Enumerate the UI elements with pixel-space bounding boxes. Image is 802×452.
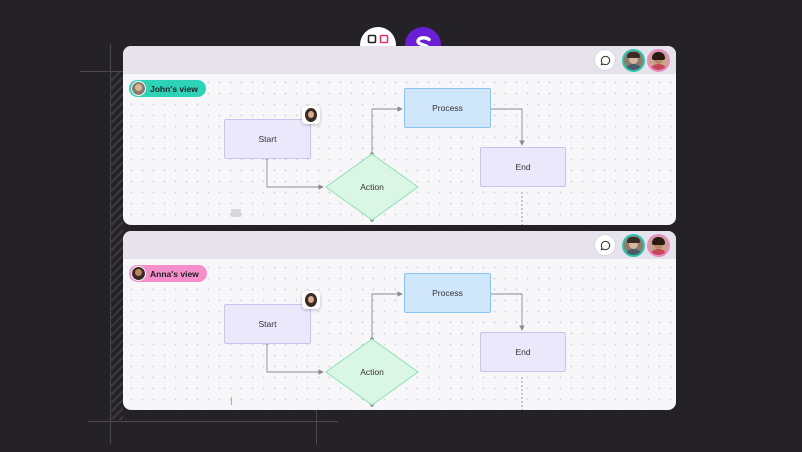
comment-icon <box>600 55 610 65</box>
action-node-label: Action <box>360 182 384 192</box>
start-node[interactable]: Start <box>224 119 311 159</box>
annas-view-panel: Anna's view Start Action Process End <box>123 231 676 410</box>
view-owner-avatar <box>131 266 146 281</box>
collaborator-avatar-anna[interactable] <box>647 234 670 257</box>
text-caret <box>231 397 232 405</box>
start-node[interactable]: Start <box>224 304 311 344</box>
action-node[interactable]: Action <box>341 176 403 198</box>
panel-toolbar <box>123 231 676 259</box>
anna-cursor-avatar <box>302 291 320 309</box>
action-diamond-shape[interactable] <box>325 153 419 221</box>
process-node-label: Process <box>432 103 463 113</box>
flow-connectors <box>265 106 525 225</box>
guide-line-vertical-right <box>316 400 317 444</box>
action-node-label: Action <box>360 367 384 377</box>
start-node-label: Start <box>258 134 277 144</box>
view-label-text: John's view <box>150 83 198 94</box>
process-node[interactable]: Process <box>404 273 491 313</box>
view-label-text: Anna's view <box>150 268 199 279</box>
comment-button[interactable] <box>595 50 615 70</box>
selection-handle <box>231 209 241 217</box>
end-node[interactable]: End <box>480 147 566 187</box>
anna-cursor-avatar <box>302 106 320 124</box>
end-node[interactable]: End <box>480 332 566 372</box>
johns-view-panel: John's view Start Action Process End <box>123 46 676 225</box>
collaborator-avatar-anna[interactable] <box>647 49 670 72</box>
comment-icon <box>600 240 610 250</box>
panel-toolbar <box>123 46 676 74</box>
action-node[interactable]: Action <box>341 361 403 383</box>
action-diamond-shape[interactable] <box>325 338 419 406</box>
guide-line-horizontal-bottom <box>88 421 338 422</box>
flowchart-canvas[interactable]: John's view Start Action Process End <box>123 74 676 225</box>
process-node[interactable]: Process <box>404 88 491 128</box>
flow-connectors <box>265 291 525 410</box>
collaborator-avatar-john[interactable] <box>622 49 645 72</box>
collaborator-avatar-john[interactable] <box>622 234 645 257</box>
flowchart-canvas[interactable]: Anna's view Start Action Process End <box>123 259 676 410</box>
start-node-label: Start <box>258 319 277 329</box>
end-node-label: End <box>515 347 531 357</box>
view-label-badge: John's view <box>129 80 206 97</box>
end-node-label: End <box>515 162 531 172</box>
view-label-badge: Anna's view <box>129 265 207 282</box>
process-node-label: Process <box>432 288 463 298</box>
comment-button[interactable] <box>595 235 615 255</box>
hatched-margin <box>110 72 123 420</box>
view-owner-avatar <box>131 81 146 96</box>
